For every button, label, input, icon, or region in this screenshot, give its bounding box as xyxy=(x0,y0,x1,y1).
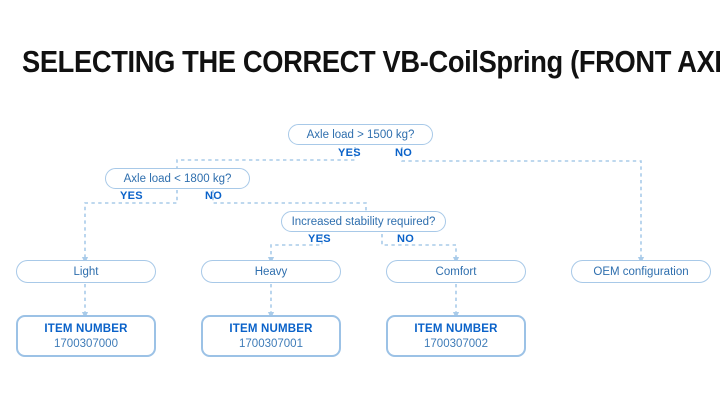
label-d2-yes: YES xyxy=(120,190,143,202)
result-node-label: OEM configuration xyxy=(593,265,689,278)
item-number-title: ITEM NUMBER xyxy=(414,322,498,335)
decision-node-axle-load-1800[interactable]: Axle load < 1800 kg? xyxy=(105,168,250,189)
decision-node-axle-load-1500[interactable]: Axle load > 1500 kg? xyxy=(288,124,433,145)
label-d1-yes: YES xyxy=(338,147,361,159)
item-number-box-light[interactable]: ITEM NUMBER 1700307000 xyxy=(16,315,156,357)
label-d1-no: NO xyxy=(395,147,413,159)
item-number-value: 1700307000 xyxy=(54,337,118,350)
result-node-light[interactable]: Light xyxy=(16,260,156,283)
item-number-box-comfort[interactable]: ITEM NUMBER 1700307002 xyxy=(386,315,526,357)
edge-d2-no xyxy=(212,190,370,219)
label-d3-yes: YES xyxy=(308,233,331,245)
result-node-comfort[interactable]: Comfort xyxy=(386,260,526,283)
edge-d2-yes xyxy=(81,190,178,264)
edge-d1-no xyxy=(401,147,645,264)
result-node-oem-configuration[interactable]: OEM configuration xyxy=(571,260,711,283)
item-number-title: ITEM NUMBER xyxy=(229,322,313,335)
result-node-heavy[interactable]: Heavy xyxy=(201,260,341,283)
item-number-box-heavy[interactable]: ITEM NUMBER 1700307001 xyxy=(201,315,341,357)
edge-d1-yes xyxy=(173,147,356,176)
result-node-label: Heavy xyxy=(254,265,288,278)
page-title: SELECTING THE CORRECT VB-CoilSpring (FRO… xyxy=(22,44,720,79)
item-number-value: 1700307001 xyxy=(239,337,303,350)
label-d3-no: NO xyxy=(397,233,415,245)
decision-node-increased-stability[interactable]: Increased stability required? xyxy=(281,211,446,232)
decision-node-label: Axle load < 1800 kg? xyxy=(123,172,232,185)
edge-d3-no xyxy=(381,234,460,264)
result-node-label: Comfort xyxy=(435,265,477,278)
item-number-title: ITEM NUMBER xyxy=(44,322,128,335)
decision-node-label: Axle load > 1500 kg? xyxy=(306,128,415,141)
edge-d3-yes xyxy=(267,234,323,264)
result-node-label: Light xyxy=(73,265,99,278)
decision-node-label: Increased stability required? xyxy=(291,215,436,228)
item-number-value: 1700307002 xyxy=(424,337,488,350)
label-d2-no: NO xyxy=(205,190,223,202)
